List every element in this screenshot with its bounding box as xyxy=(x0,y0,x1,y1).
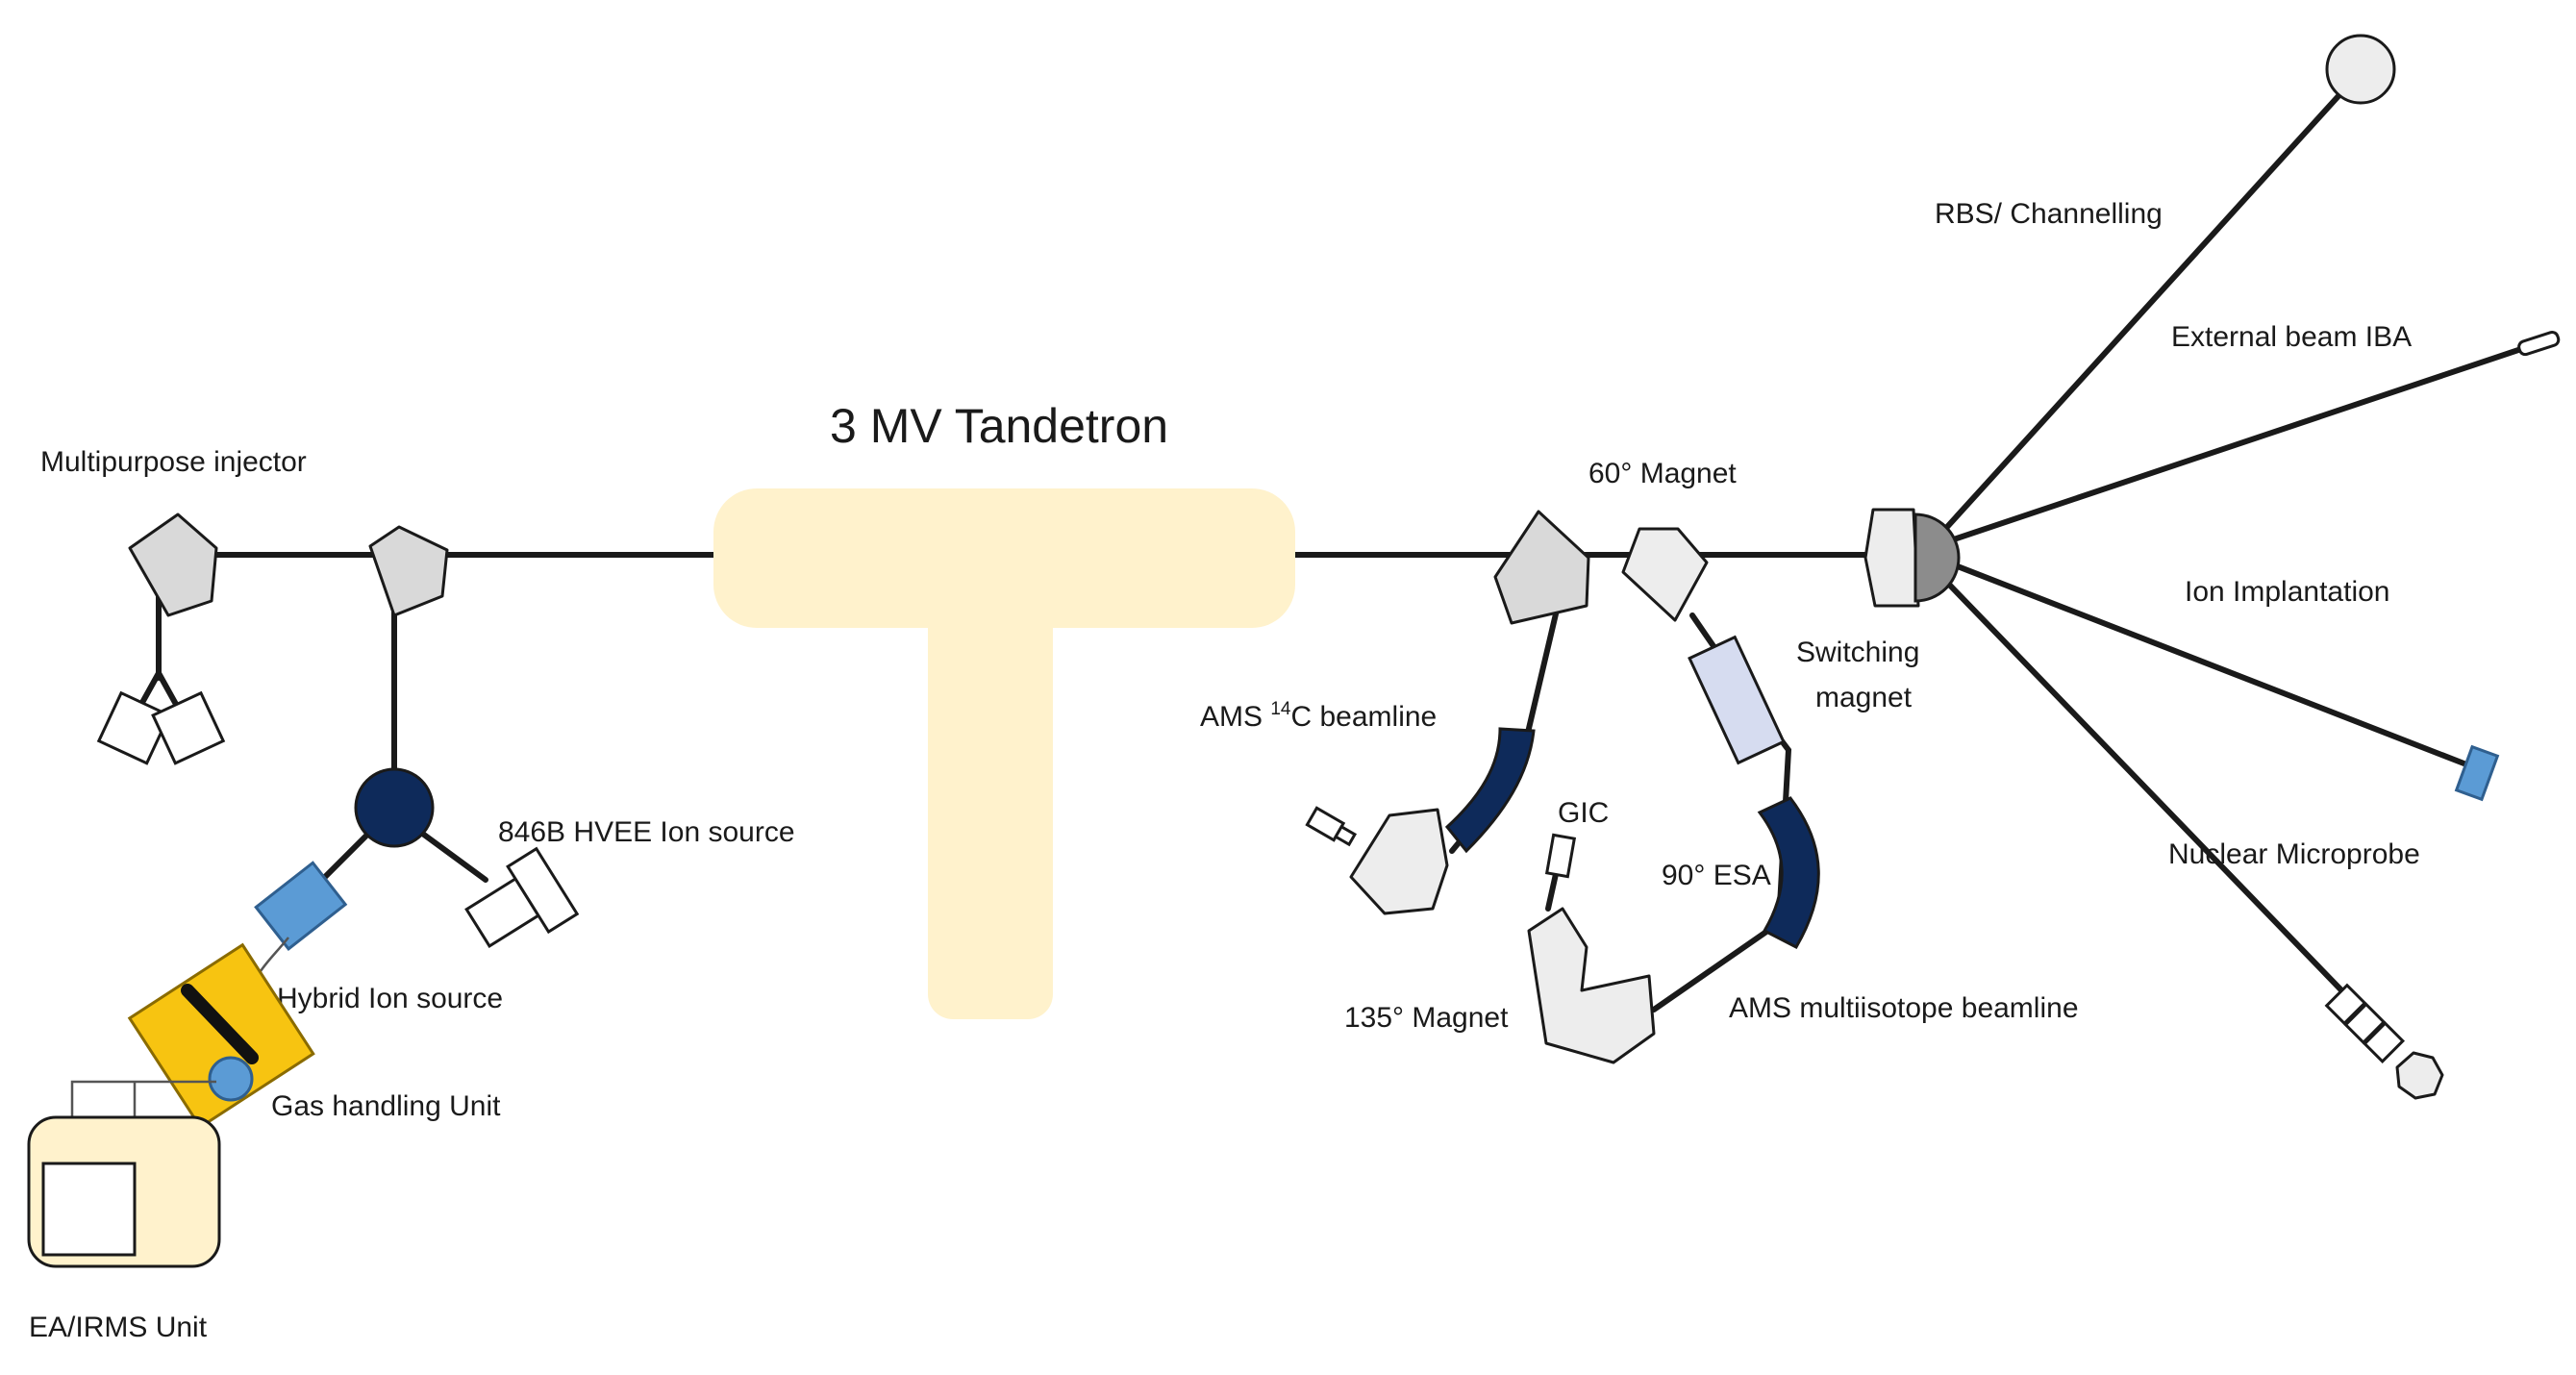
beamline-external-iba xyxy=(1925,345,2527,551)
multipurpose-injector-magnet xyxy=(128,512,218,617)
hvee-ion-source-icon xyxy=(464,846,580,948)
electrostatic-deflector xyxy=(1688,635,1786,765)
beamline-rbs xyxy=(1925,74,2359,551)
beamline-nuclear-microprobe xyxy=(1925,560,2349,998)
multipurpose-injector-label: Multipurpose injector xyxy=(40,446,307,478)
ea-irms-screen xyxy=(41,1162,137,1257)
gic-label: GIC xyxy=(1558,797,1609,829)
switching-magnet-label-1: Switching xyxy=(1796,637,1919,668)
ion-implantation-label: Ion Implantation xyxy=(2185,576,2389,608)
rbs-channelling-chamber xyxy=(2325,34,2396,105)
external-beam-iba-label: External beam IBA xyxy=(2171,321,2412,353)
magnet-135 xyxy=(1349,808,1449,915)
title: 3 MV Tandetron xyxy=(830,399,1168,453)
ion-source-hub xyxy=(354,767,435,848)
beamline-ion-implantation xyxy=(1925,552,2469,767)
ams-c14-label: AMS 14C beamline xyxy=(1200,699,1437,733)
nuclear-microprobe-chamber xyxy=(2395,1051,2444,1100)
injector-sample-box-right xyxy=(151,690,226,765)
gas-handling-unit-label: Gas handling Unit xyxy=(271,1090,501,1122)
nuclear-microprobe-lenses xyxy=(2324,983,2406,1064)
ion-implantation-target xyxy=(2454,744,2500,802)
switching-magnet-label-2: magnet xyxy=(1815,682,1913,713)
nuclear-microprobe-label: Nuclear Microprobe xyxy=(2168,838,2420,870)
magnet-60-second xyxy=(1621,527,1709,622)
magnet-60-label: 60° Magnet xyxy=(1588,458,1737,489)
hybrid-ion-source-block xyxy=(254,861,348,951)
ams-multiisotope-label: AMS multiisotope beamline xyxy=(1729,992,2079,1024)
ea-irms-unit-label: EA/IRMS Unit xyxy=(29,1312,208,1343)
rbs-channelling-label: RBS/ Channelling xyxy=(1935,198,2163,230)
esa-90 xyxy=(1757,796,1820,949)
injector-sample-box-left xyxy=(96,690,171,765)
magnet-135-label: 135° Magnet xyxy=(1344,1002,1509,1034)
external-beam-nozzle xyxy=(2517,330,2561,357)
ea-gas-connector xyxy=(70,1080,216,1120)
esa-90-label: 90° ESA xyxy=(1662,860,1771,891)
switching-magnet xyxy=(1863,508,1920,608)
switching-magnet-cap xyxy=(1913,512,1961,603)
tandetron-accelerator xyxy=(713,488,1295,1019)
hvee-branch-line xyxy=(411,824,488,883)
ams-c14-deflector xyxy=(1444,727,1536,854)
hvee-ion-source-label: 846B HVEE Ion source xyxy=(498,816,795,848)
magnet-60-first xyxy=(1493,510,1590,625)
ams-c14-detector xyxy=(1305,806,1358,847)
gic-detector xyxy=(1544,833,1577,879)
hybrid-ion-source-label: Hybrid Ion source xyxy=(277,983,503,1014)
ams-multiisotope-magnet xyxy=(1527,907,1656,1064)
injector-second-magnet xyxy=(368,525,449,617)
